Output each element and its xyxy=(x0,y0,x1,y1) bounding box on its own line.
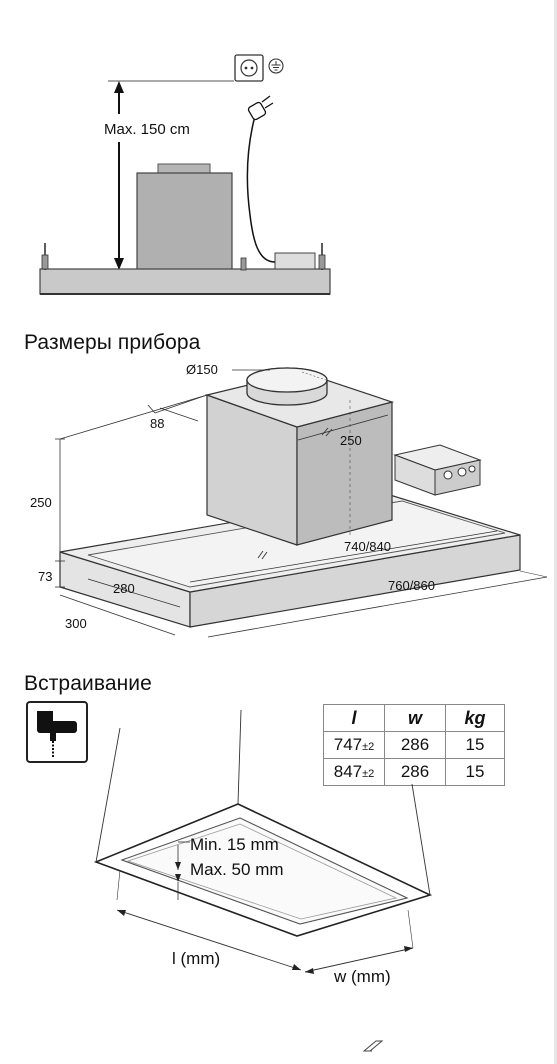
max-depth-label: Max. 50 mm xyxy=(190,860,284,879)
outer-width-label: 760/860 xyxy=(388,578,435,593)
table-cell-w: 286 xyxy=(384,758,446,786)
plug-icon xyxy=(247,95,274,121)
dimensions-title: Размеры прибора xyxy=(24,331,201,354)
earth-ground-icon xyxy=(268,58,284,74)
table-header-l: l xyxy=(323,704,385,732)
jigsaw-icon xyxy=(26,701,88,763)
duct-diameter-label: Ø150 xyxy=(186,362,218,377)
body-height-label: 73 xyxy=(38,569,52,584)
offset-label: 88 xyxy=(150,416,164,431)
installation-height-diagram: Max. 150 cm xyxy=(39,54,331,295)
dimensions-table: l w kg 747±2 286 15 847±2 286 15 xyxy=(323,704,505,786)
chimney-depth-label: 250 xyxy=(340,433,362,448)
table-row: 747±2 286 15 xyxy=(323,731,505,759)
width-label: w (mm) xyxy=(333,967,391,986)
inner-width-label: 740/840 xyxy=(344,539,391,554)
outer-depth-label: 300 xyxy=(65,616,87,631)
length-label: l (mm) xyxy=(172,949,220,968)
table-cell-l: 847±2 xyxy=(323,758,385,786)
dimensions-diagram: Ø150 88 250 250 73 280 300 740/840 760/8… xyxy=(30,362,548,638)
inner-depth-label: 280 xyxy=(113,581,135,596)
page-edge xyxy=(554,0,557,1064)
table-cell-kg: 15 xyxy=(445,758,505,786)
power-socket-icon xyxy=(234,54,264,82)
installation-title: Встраивание xyxy=(24,672,152,695)
table-header-row: l w kg xyxy=(323,704,505,732)
table-cell-kg: 15 xyxy=(445,731,505,759)
cutout-diagram: Min. 15 mm Max. 50 mm l (mm) w (mm) xyxy=(93,709,433,986)
min-depth-label: Min. 15 mm xyxy=(190,835,279,854)
height-label: 250 xyxy=(30,495,52,510)
table-cell-w: 286 xyxy=(384,731,446,759)
max-height-label: Max. 150 cm xyxy=(104,121,190,138)
table-row: 847±2 286 15 xyxy=(323,758,505,786)
page-mark-icon xyxy=(362,1040,384,1052)
